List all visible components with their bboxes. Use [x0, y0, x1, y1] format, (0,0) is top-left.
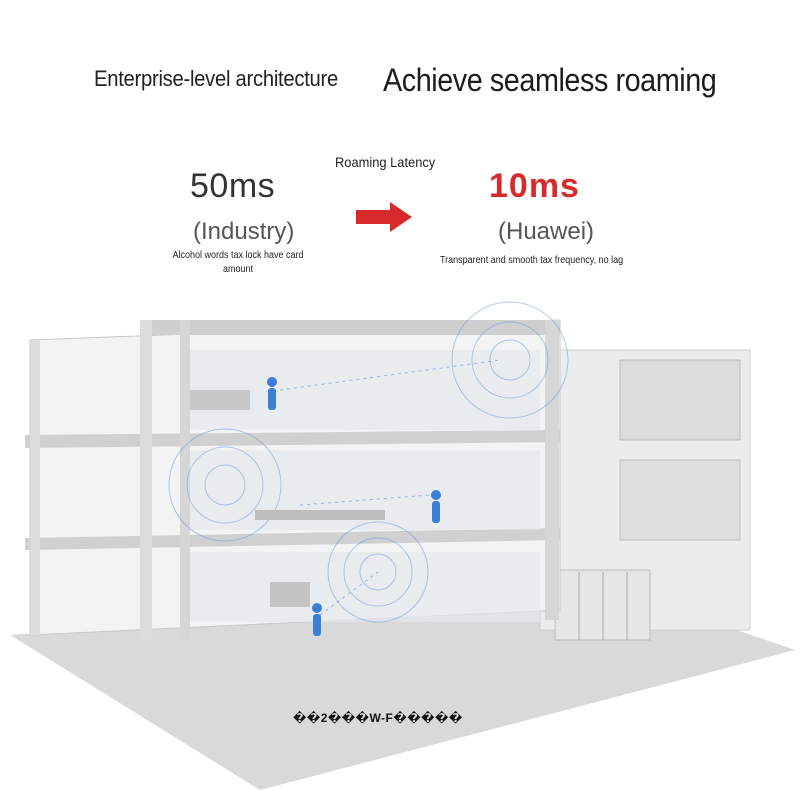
roaming-users [267, 377, 441, 636]
huawei-note: Transparent and smooth tax frequency, no… [440, 255, 624, 266]
industry-latency-value: 50ms [190, 167, 276, 205]
roaming-title: Achieve seamless roaming [383, 62, 717, 98]
wifi-signal-icon [168, 301, 569, 623]
right-arrow-icon [356, 202, 412, 232]
huawei-latency-value: 10ms [489, 167, 580, 205]
industry-note: Alcohol words tax lock have card amount [172, 250, 304, 275]
footer-caption: ��2���W-F����� [293, 711, 463, 725]
building-illustration [10, 301, 795, 790]
architecture-title: Enterprise-level architecture [94, 66, 338, 91]
huawei-label: (Huawei) [498, 218, 595, 245]
roaming-latency-label: Roaming Latency [335, 154, 436, 170]
industry-label: (Industry) [193, 218, 295, 245]
